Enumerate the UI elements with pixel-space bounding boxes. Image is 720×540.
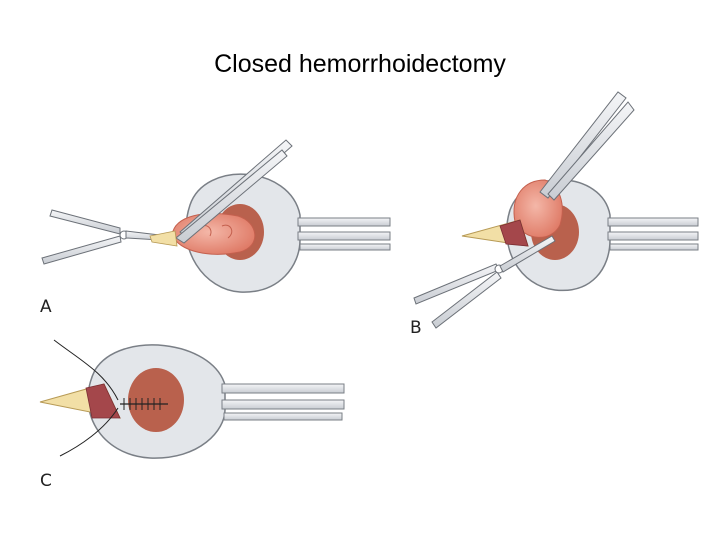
forceps-icon bbox=[539, 91, 635, 201]
page-title: Closed hemorrhoidectomy bbox=[214, 50, 506, 78]
panel-label-a: A bbox=[40, 297, 52, 317]
panel-label-b: B bbox=[410, 318, 422, 338]
retractor-handle bbox=[607, 217, 699, 251]
specimen-icon bbox=[461, 219, 529, 247]
suture-icon bbox=[53, 339, 168, 457]
specimen-icon bbox=[39, 383, 121, 419]
panel-b bbox=[413, 91, 699, 329]
clamp-icon bbox=[41, 209, 178, 265]
retractor-handle bbox=[297, 217, 391, 251]
panel-a bbox=[41, 139, 391, 293]
panel-c bbox=[39, 339, 345, 459]
retractor-handle bbox=[221, 383, 345, 421]
anal-canal bbox=[128, 368, 184, 432]
forceps-icon bbox=[175, 139, 293, 244]
scissors-icon bbox=[413, 235, 556, 329]
panel-label-c: C bbox=[40, 471, 52, 491]
